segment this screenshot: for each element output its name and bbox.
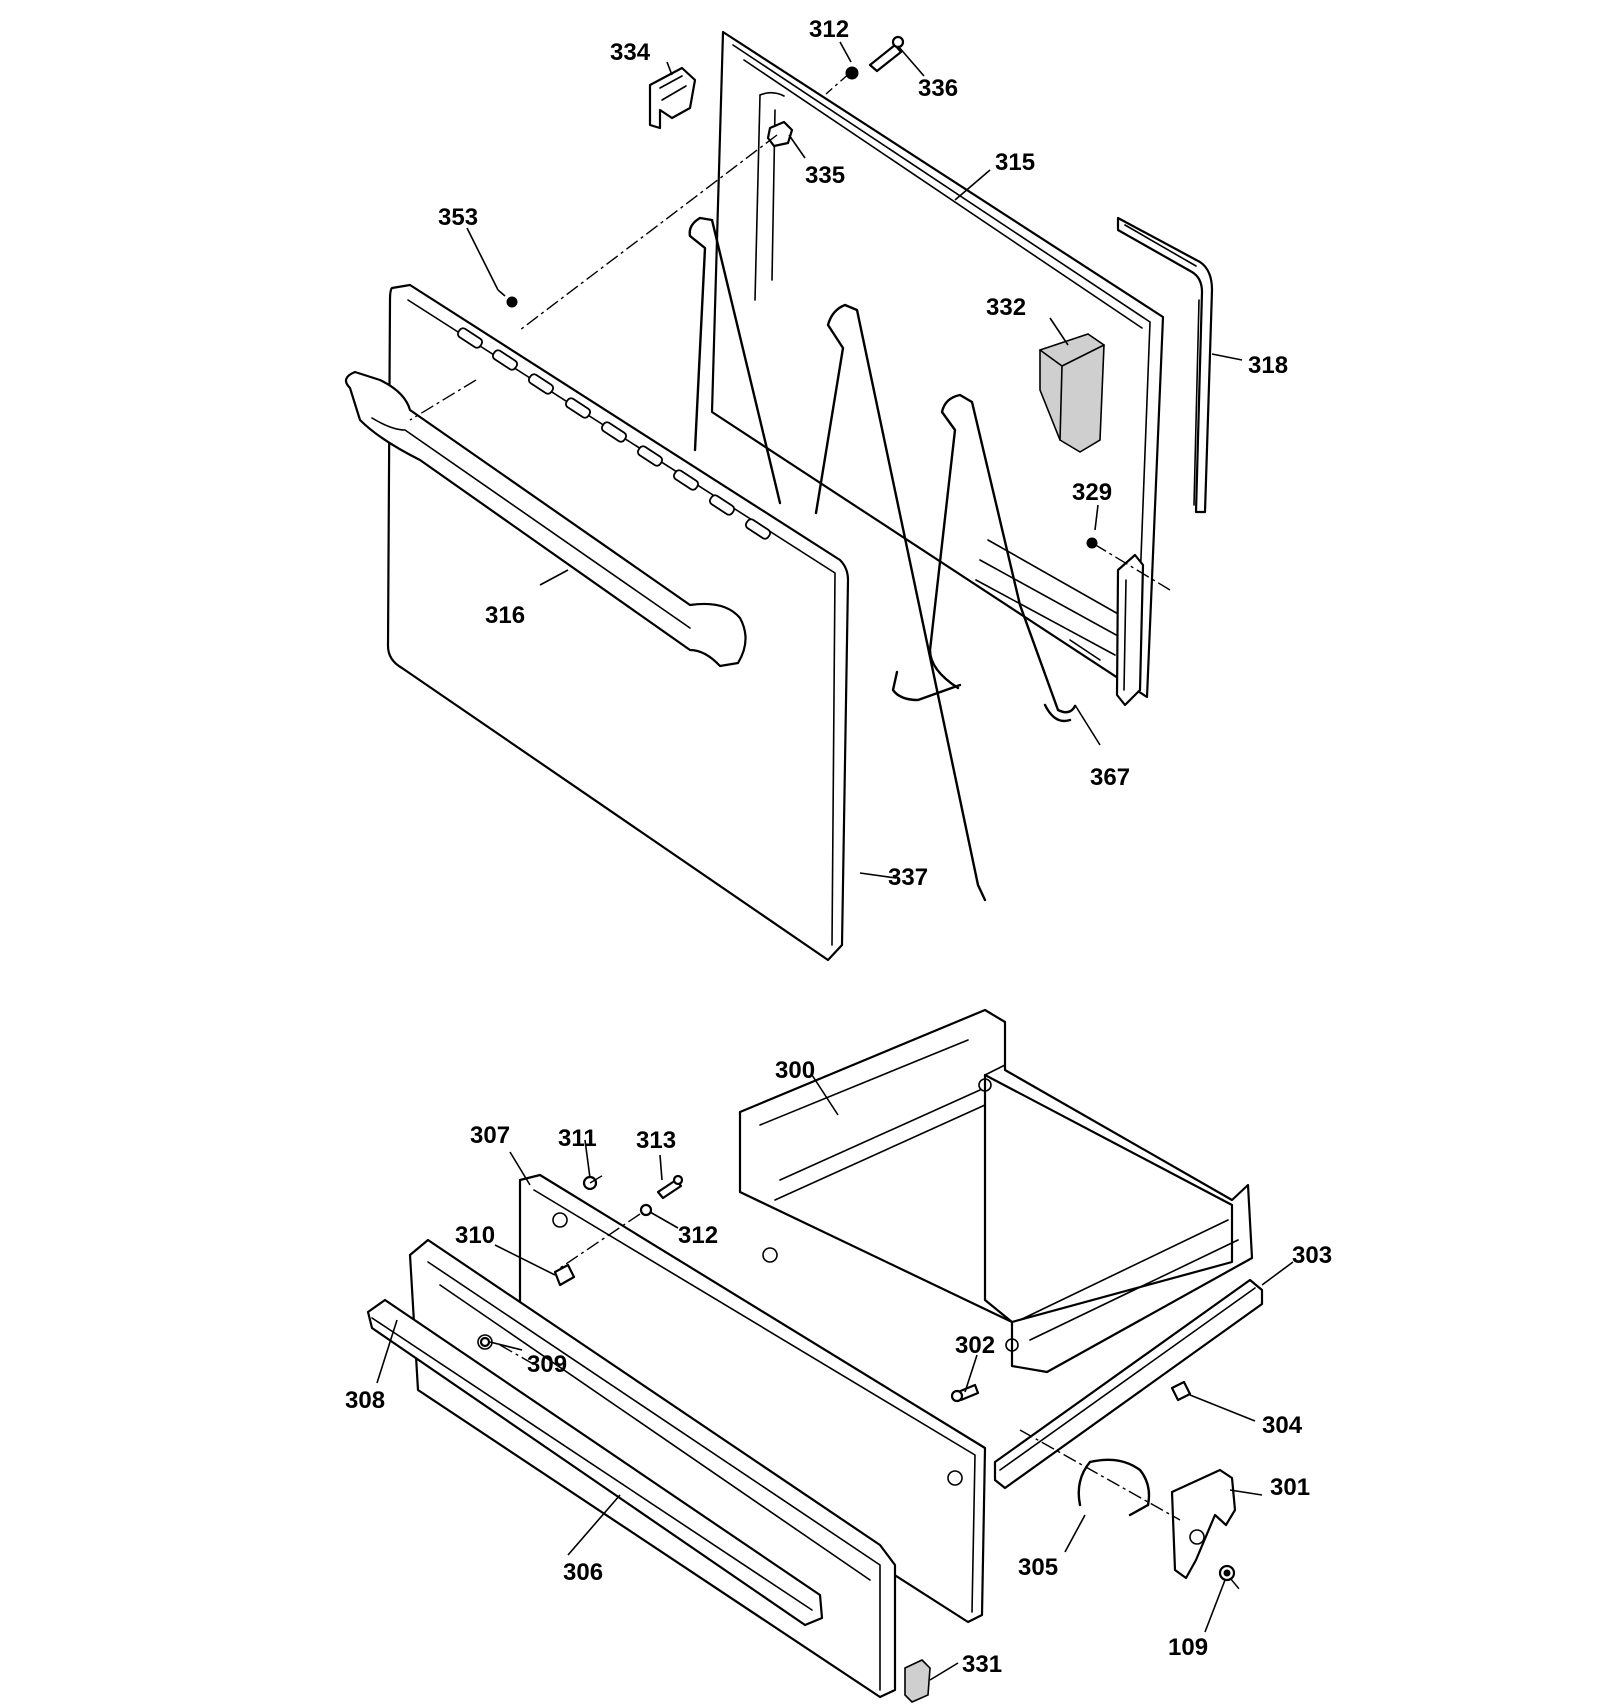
label-310: 310	[455, 1222, 495, 1249]
label-332: 332	[986, 294, 1026, 321]
drawer-stop-block	[904, 1659, 931, 1703]
label-367: 367	[1090, 764, 1130, 791]
label-301: 301	[1270, 1474, 1310, 1501]
insulation-block	[1039, 333, 1105, 453]
label-308: 308	[345, 1387, 385, 1414]
drawer-screw	[950, 1383, 980, 1403]
alignment-lines-bottom	[499, 1173, 1241, 1591]
label-318: 318	[1248, 352, 1288, 379]
label-109: 109	[1168, 1634, 1208, 1661]
retaining-spring	[1077, 1458, 1151, 1517]
label-336: 336	[918, 75, 958, 102]
label-334: 334	[610, 39, 651, 66]
door-hinge-pin	[766, 120, 794, 148]
trim-screw	[479, 1336, 491, 1348]
door-gasket	[1116, 216, 1214, 514]
label-300: 300	[775, 1057, 815, 1084]
door-screw	[497, 289, 518, 308]
door-handle	[344, 370, 747, 668]
label-305: 305	[1018, 1554, 1058, 1581]
drawer-body	[738, 1008, 1254, 1374]
label-302: 302	[955, 1332, 995, 1359]
drawer-clip	[553, 1263, 576, 1287]
door-hinge	[1115, 553, 1145, 707]
drawer-bracket	[1170, 1468, 1237, 1580]
label-353: 353	[438, 204, 478, 231]
label-304: 304	[1262, 1412, 1303, 1439]
drawer-washer	[639, 1203, 653, 1217]
drawer-slide-rail	[993, 1278, 1264, 1490]
label-309: 309	[527, 1351, 567, 1378]
label-306: 306	[563, 1559, 603, 1586]
label-307: 307	[470, 1122, 510, 1149]
screw	[1086, 537, 1098, 549]
label-315: 315	[995, 149, 1035, 176]
hex-nut	[845, 66, 859, 80]
label-331: 331	[962, 1651, 1002, 1678]
hinge-screw	[868, 35, 905, 73]
door-vent-slots	[457, 327, 771, 540]
label-313: 313	[636, 1127, 676, 1154]
part-number-labels: 312 334 336 335 315 353 332 318 329 316 …	[345, 16, 1332, 1678]
label-312-bottom: 312	[678, 1222, 718, 1249]
label-329: 329	[1072, 479, 1112, 506]
drawer-screw-long	[656, 1174, 684, 1200]
inner-door-panel	[710, 30, 1165, 699]
rail-clip	[1170, 1380, 1192, 1402]
label-335: 335	[805, 162, 845, 189]
hinge-bracket	[648, 66, 697, 130]
alignment-lines	[409, 71, 1171, 591]
drawer-handle-trim	[366, 1298, 824, 1627]
bracket-nut	[1218, 1564, 1236, 1582]
label-303: 303	[1292, 1242, 1332, 1269]
oven-rack-wire	[688, 216, 1077, 902]
label-337: 337	[888, 864, 928, 891]
label-311: 311	[558, 1125, 597, 1152]
label-316: 316	[485, 602, 525, 629]
label-312-top: 312	[809, 16, 849, 43]
leader-lines	[376, 41, 1294, 1681]
